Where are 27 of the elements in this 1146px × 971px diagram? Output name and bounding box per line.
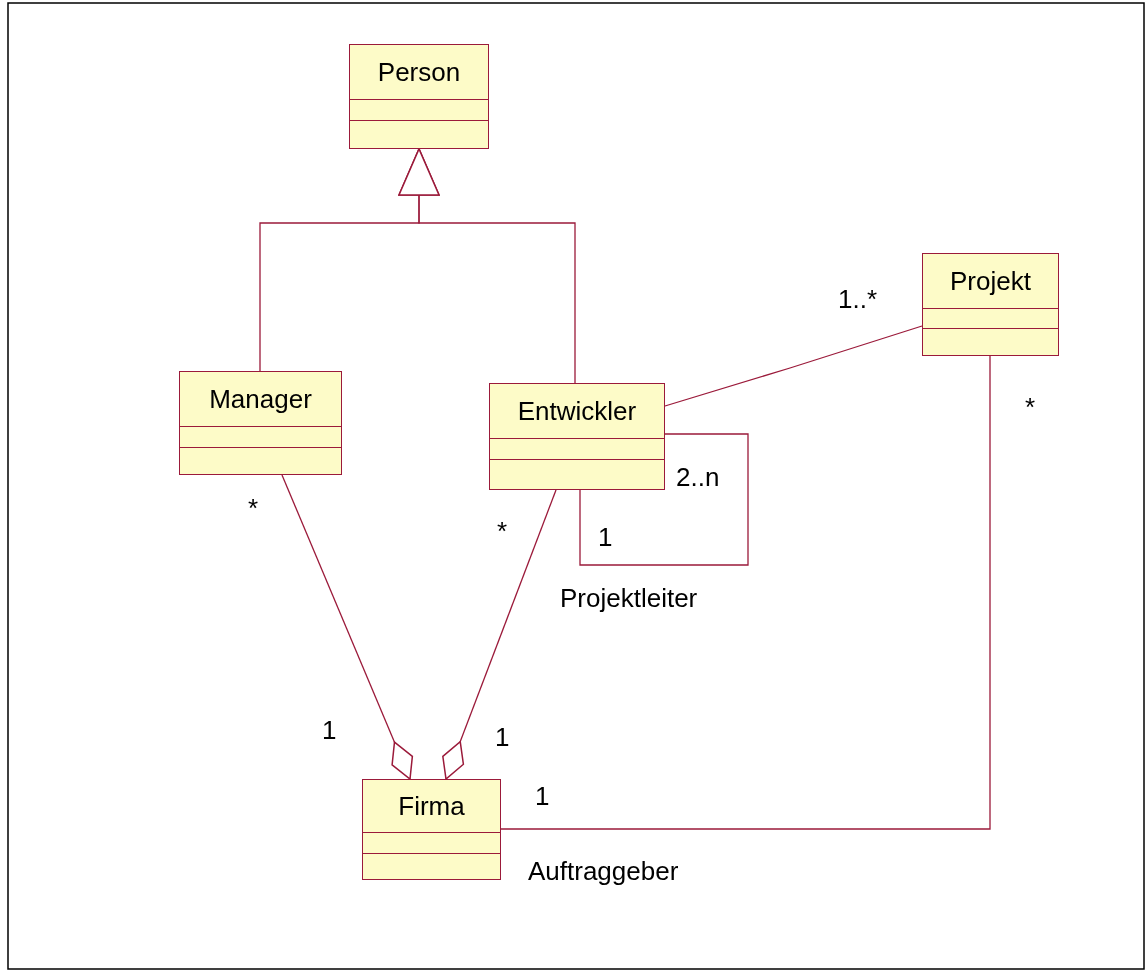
class-box xyxy=(362,779,501,880)
multiplicity-label: * xyxy=(497,518,508,544)
class-name: Entwickler xyxy=(517,395,637,427)
class-box xyxy=(922,253,1059,356)
association-line xyxy=(579,433,749,566)
class-name: Manager xyxy=(209,383,312,415)
multiplicity-label: * xyxy=(1025,394,1036,420)
class-box xyxy=(179,371,342,475)
role-label: Auftraggeber xyxy=(528,858,679,884)
generalization-arrow xyxy=(398,148,576,384)
class-box xyxy=(349,44,489,149)
association-line xyxy=(500,355,991,830)
multiplicity-label: 1 xyxy=(535,783,550,809)
class-box xyxy=(489,383,665,490)
role-label: Projektleiter xyxy=(560,585,698,611)
multiplicity-label: 2..n xyxy=(676,464,720,490)
class-name: Firma xyxy=(398,790,465,822)
multiplicity-label: 1..* xyxy=(838,286,878,312)
association-line xyxy=(664,325,923,407)
multiplicity-label: 1 xyxy=(495,724,510,750)
aggregation-line xyxy=(442,489,557,780)
multiplicity-label: * xyxy=(248,495,259,521)
class-name: Projekt xyxy=(950,265,1031,297)
aggregation-line xyxy=(281,474,414,780)
multiplicity-label: 1 xyxy=(598,524,613,550)
class-name: Person xyxy=(377,56,461,88)
multiplicity-label: 1 xyxy=(322,717,337,743)
